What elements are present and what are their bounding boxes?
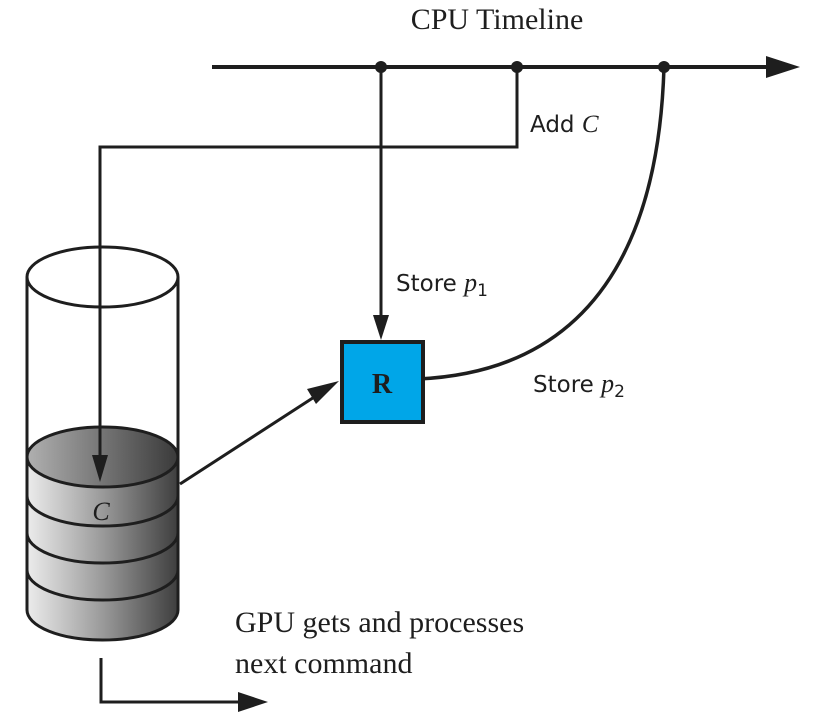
add-c-arrowhead-icon	[92, 455, 108, 482]
gpu-label-line2: next command	[235, 647, 412, 680]
queue-slot	[25, 495, 180, 528]
gpu-process-arrowhead-icon	[238, 692, 268, 712]
queue-item-label: C	[92, 497, 110, 526]
store-p1-label: Store p1	[396, 268, 488, 301]
store-p1-arrowhead-icon	[373, 315, 389, 340]
queue-cylinder-rim	[25, 245, 180, 309]
gpu-label-line1: GPU gets and processes	[235, 606, 524, 639]
queue-stack-body	[25, 455, 180, 642]
timeline-arrowhead-icon	[766, 56, 800, 78]
register-label: R	[372, 369, 393, 400]
queue-slot	[25, 532, 180, 565]
store-p2-label: Store p2	[533, 369, 625, 402]
queue-slot	[25, 569, 180, 602]
command-queue	[25, 245, 180, 642]
store-p2-arrow	[417, 66, 666, 381]
register-box	[340, 340, 425, 424]
queue-to-register-arrowhead-icon	[307, 381, 339, 404]
cpu-timeline-title: CPU Timeline	[411, 3, 584, 36]
gpu-process-arrow	[99, 658, 240, 704]
add-c-label: Add C	[530, 111, 599, 138]
queue-to-register-arrow	[179, 390, 323, 486]
